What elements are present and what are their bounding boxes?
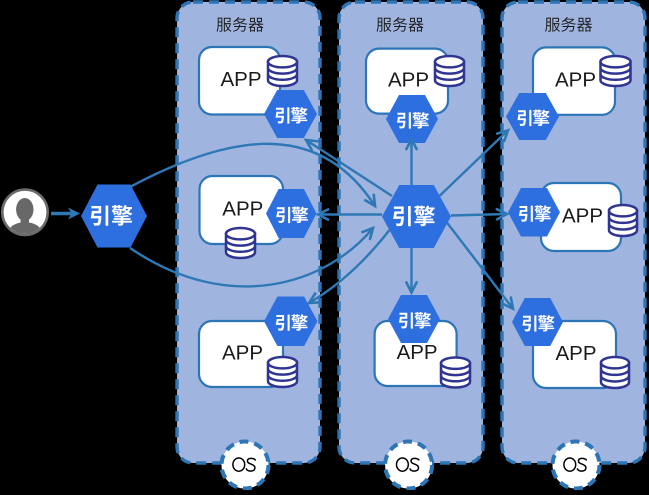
svg-text:APP: APP xyxy=(397,341,438,364)
svg-text:APP: APP xyxy=(388,69,429,92)
svg-text:APP: APP xyxy=(222,198,263,221)
svg-text:APP: APP xyxy=(220,68,261,91)
svg-text:APP: APP xyxy=(555,69,596,92)
svg-text:APP: APP xyxy=(562,205,603,228)
svg-text:APP: APP xyxy=(222,342,263,365)
svg-text:APP: APP xyxy=(555,342,596,365)
